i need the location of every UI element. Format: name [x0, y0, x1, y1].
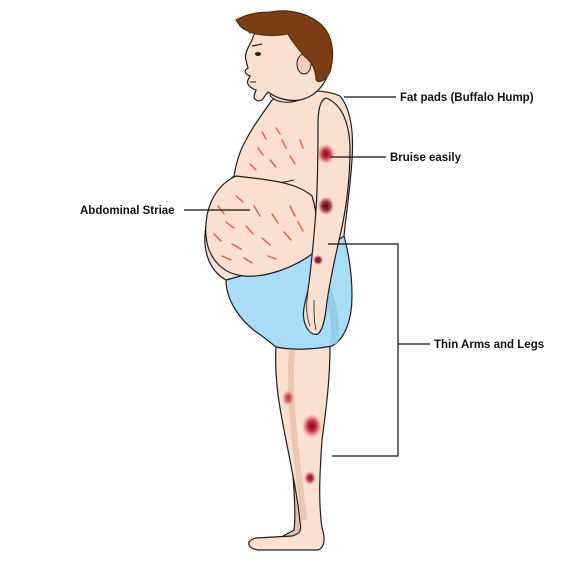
abdominal-striae: [213, 127, 304, 264]
fat-pads-label: Fat pads (Buffalo Hump): [400, 92, 534, 104]
patient-figure: [204, 10, 354, 551]
bruise-label: Bruise easily: [390, 152, 462, 164]
striae-label: Abdominal Striae: [80, 205, 175, 217]
bruises: [282, 144, 335, 485]
thin-limbs-label: Thin Arms and Legs: [434, 339, 544, 351]
belly: [205, 175, 318, 277]
hair: [235, 10, 334, 83]
front-leg: [248, 344, 331, 551]
leader-lines: [184, 96, 430, 457]
thin-limbs-bracket: [328, 243, 430, 457]
